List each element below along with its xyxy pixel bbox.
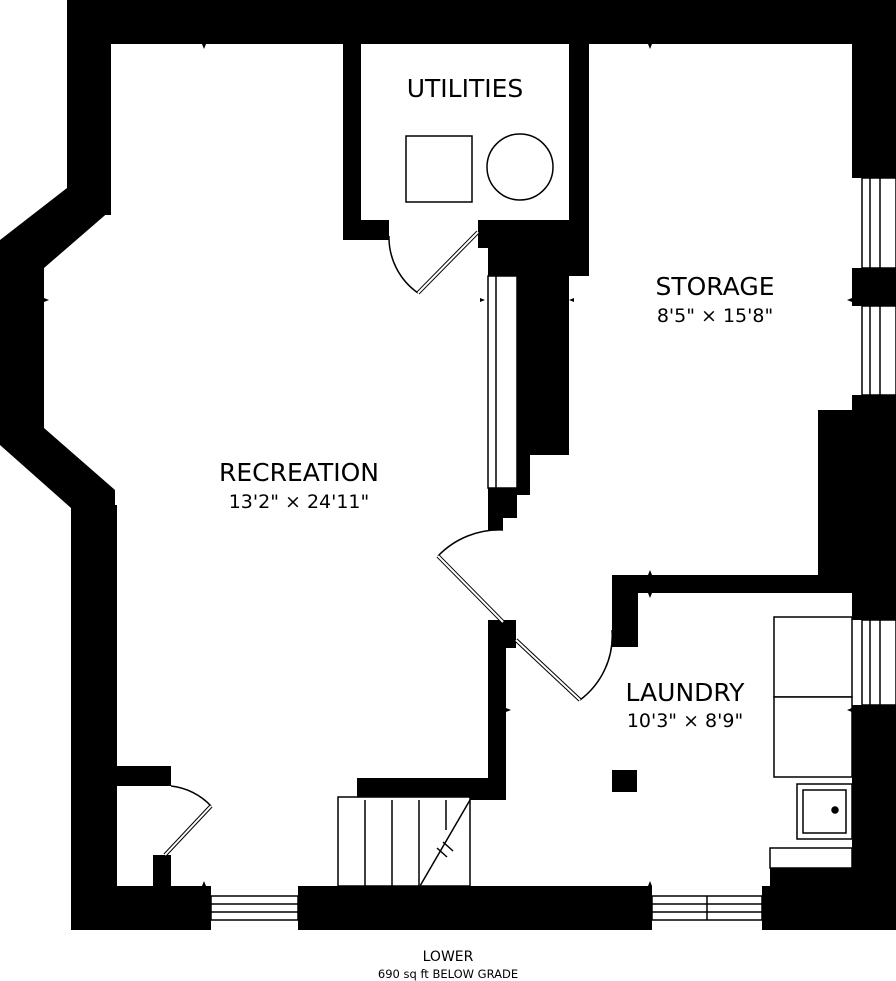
wall-central-spine: [488, 240, 569, 530]
storage-label: STORAGE: [655, 272, 774, 301]
water-heater: [486, 133, 554, 201]
wall-left-upper: [67, 0, 111, 215]
wall-left-bay: [0, 188, 115, 520]
windows: [210, 177, 896, 921]
wall-utilities-right: [569, 44, 589, 276]
fixtures: [405, 133, 853, 869]
door-closet: [170, 785, 212, 807]
wall-right-lower: [852, 705, 896, 930]
wall-laundry-left: [488, 620, 506, 800]
wall-right-chase: [770, 868, 860, 888]
wall-bottom-middle: [298, 886, 652, 930]
recreation-label: RECREATION: [219, 458, 379, 487]
door-storage-slider: [487, 275, 518, 489]
wall-laundry-jamb: [488, 620, 516, 648]
furnace: [405, 135, 473, 203]
wall-right-mid: [852, 268, 896, 306]
column: [612, 770, 637, 792]
wall-utilities-left: [343, 44, 361, 240]
wall-stair-top: [357, 778, 506, 800]
door-recreation-laundry: [437, 529, 504, 557]
wall-storage-block: [818, 410, 896, 580]
wall-closet-top: [111, 766, 171, 786]
wall-closet-post: [153, 855, 171, 895]
tick-markers: [44, 44, 852, 886]
wall-utilities-bottom-left: [343, 220, 389, 240]
window-right-laundry: [861, 619, 896, 706]
window-bottom-left: [210, 895, 299, 921]
wall-laundry-corner: [612, 575, 638, 647]
area-summary: 690 sq ft BELOW GRADE: [378, 967, 518, 981]
window-right-upper: [861, 177, 896, 269]
wall-bottom-left: [71, 886, 211, 930]
level-title: LOWER: [423, 949, 474, 965]
walls: [0, 0, 896, 930]
wall-laundry-top: [612, 575, 852, 593]
doors: [163, 230, 613, 857]
wall-right-upper: [852, 0, 896, 178]
interior-walls: [111, 44, 896, 895]
wall-left-lower: [71, 505, 117, 930]
dryer: [773, 696, 853, 778]
laundry-dimensions: 10'3" × 8'9": [627, 710, 743, 732]
storage-dimensions: 8'5" × 15'8": [657, 305, 773, 327]
recreation-dimensions: 13'2" × 24'11": [229, 491, 370, 513]
counter: [769, 847, 853, 869]
wall-top: [67, 0, 896, 44]
door-laundry: [579, 629, 613, 701]
washer: [773, 616, 853, 698]
laundry-label: LAUNDRY: [626, 678, 746, 707]
window-right-mid: [861, 305, 896, 396]
laundry-sink-basin: [802, 789, 847, 834]
stairs: [337, 796, 471, 887]
door-utilities: [388, 235, 419, 294]
utilities-label: UTILITIES: [407, 74, 524, 103]
